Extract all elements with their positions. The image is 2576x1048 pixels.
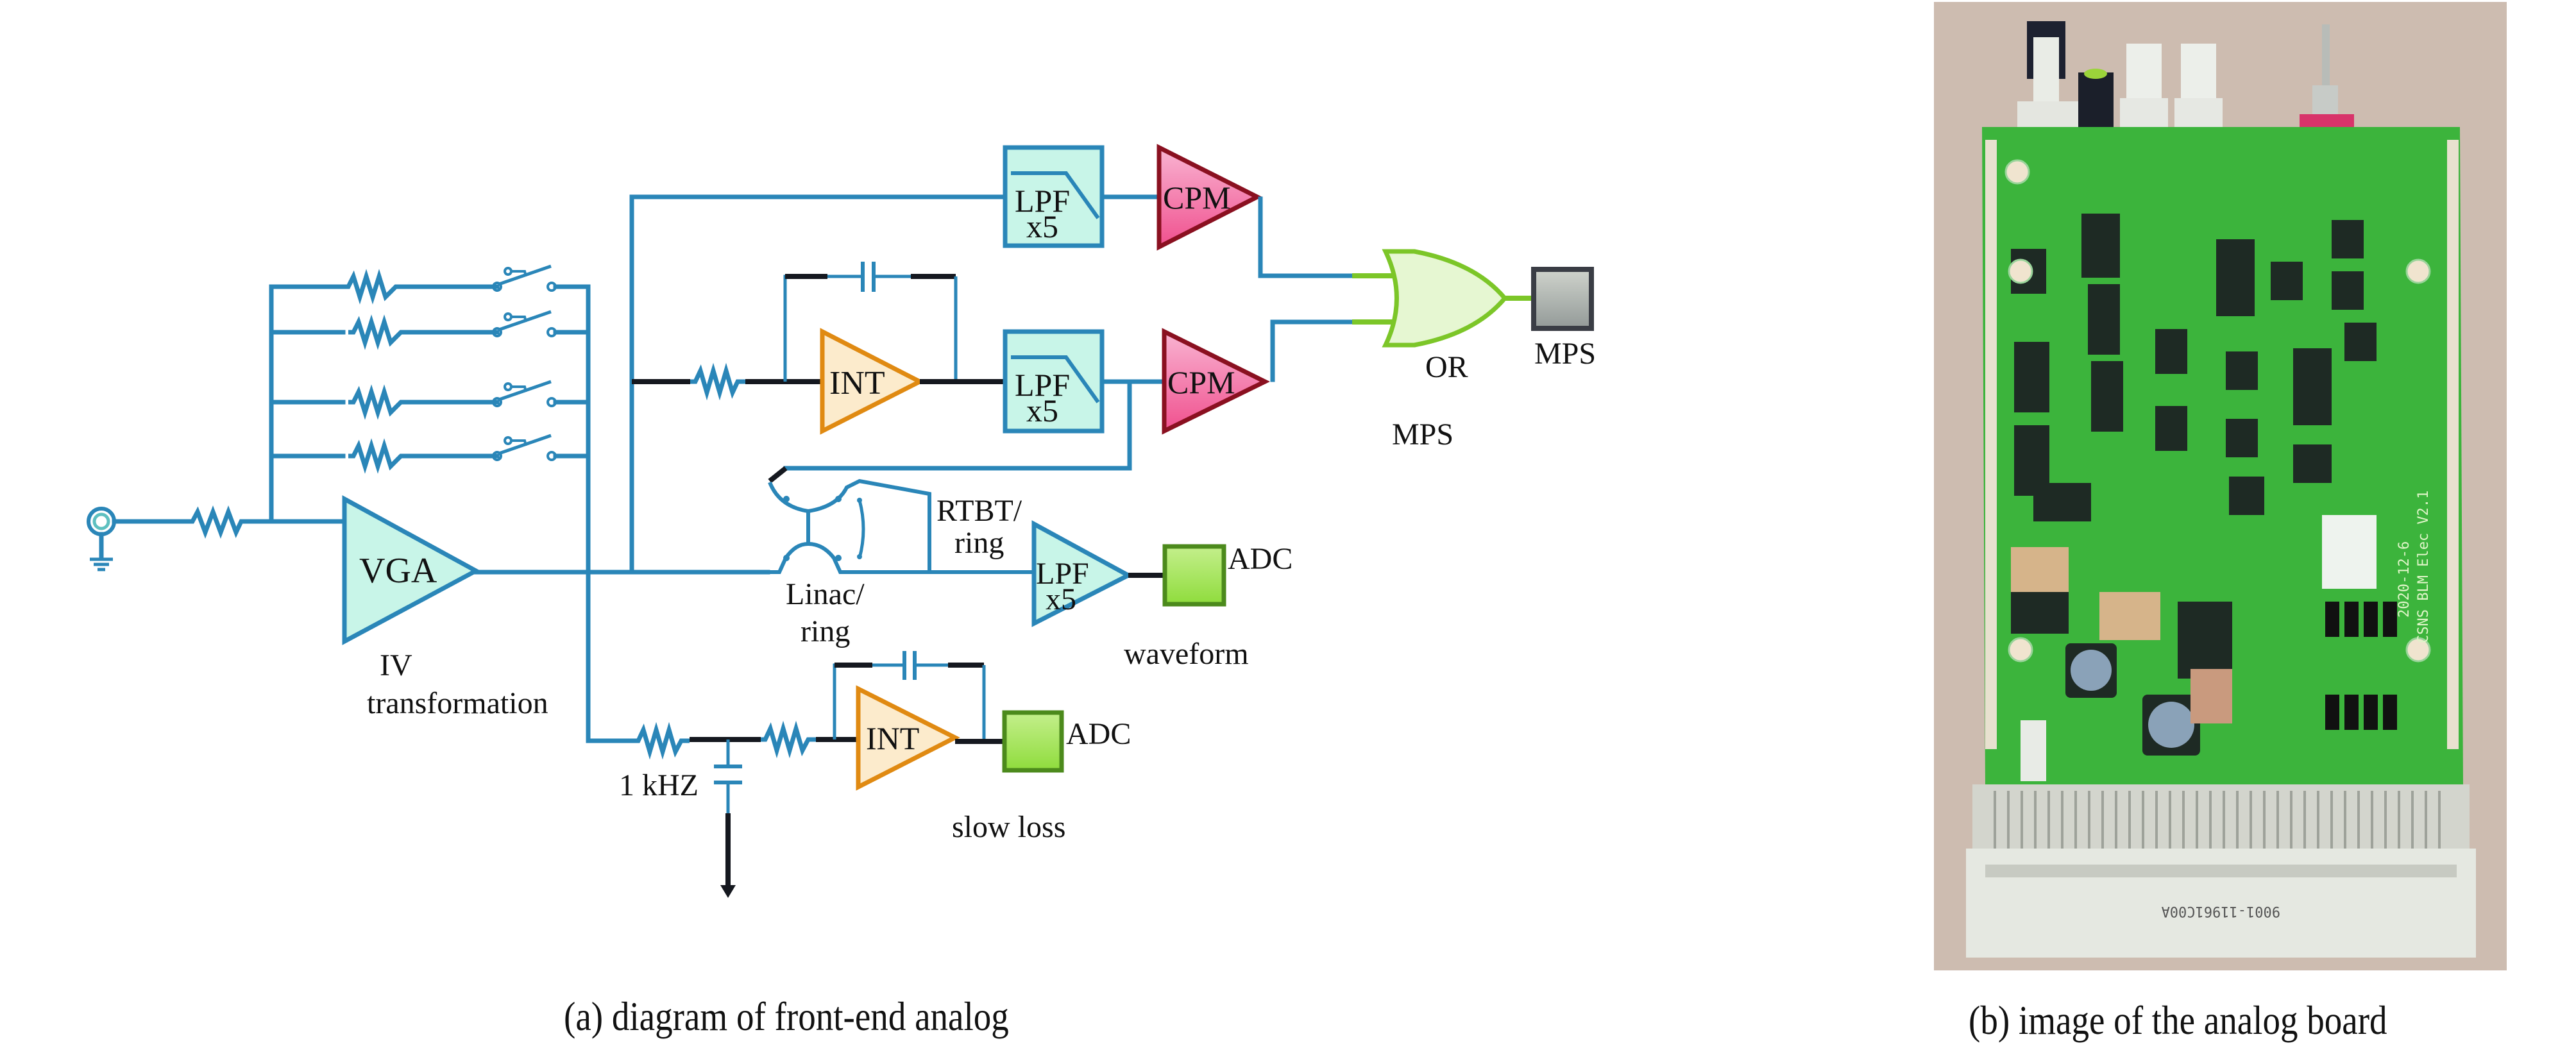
connector-part-number: 9001-11961C00A (2162, 903, 2280, 919)
int-slow-label: INT (866, 720, 919, 756)
adc-slow-loss (1002, 710, 1064, 773)
mps-path-label: MPS (1392, 418, 1453, 452)
backplane-connector: 9001-11961C00A (1966, 784, 2476, 958)
or-label: OR (1425, 350, 1468, 384)
gain-switch-icon (492, 264, 557, 292)
caption-panel-a: (a) diagram of front-end analog (564, 993, 1009, 1039)
lpf-mid: LPF x5 (1003, 329, 1105, 434)
lpf-top-factor: x5 (1026, 208, 1058, 244)
gain-row (269, 380, 591, 420)
gain-row (269, 310, 591, 350)
adc-wave-label: ADC (1228, 542, 1292, 576)
analog-board-photo: 2020-12-6 CSNS BLM Elec V2.1 9001-11961C… (1934, 2, 2507, 970)
vga-sublabel-iv: IV (380, 648, 412, 682)
or-gate (1382, 249, 1508, 348)
linac-label-line2: ring (801, 614, 850, 648)
caption-panel-b: (b) image of the analog board (1969, 997, 2387, 1043)
vga-sublabel-transformation: transformation (367, 686, 548, 720)
cpm-mid-label: CPM (1167, 364, 1235, 400)
resistor-slow-2-icon (761, 720, 816, 759)
resistor-int-icon (690, 362, 745, 401)
resistor-gain-icon (348, 314, 407, 350)
gain-row (269, 434, 591, 474)
lpf-wave-label: LPF (1036, 557, 1089, 591)
linac-label-line1: Linac/ (786, 577, 865, 611)
lpf-mid-label: LPF (1015, 367, 1070, 403)
filter-capacitor-icon (714, 740, 742, 888)
cpm-mid: CPM (1162, 328, 1270, 435)
int-fast-label: INT (829, 365, 885, 401)
lpf-top-label: LPF (1015, 183, 1070, 219)
rtbt-label-line1: RTBT/ (936, 494, 1022, 528)
vga-label: VGA (359, 551, 437, 591)
int-feedback-capacitor (783, 262, 958, 382)
pcb: 2020-12-6 CSNS BLM Elec V2.1 (1982, 127, 2463, 791)
resistor-input-icon (186, 505, 248, 539)
lpf-wave-factor: x5 (1046, 582, 1076, 616)
lpf-top: LPF x5 (1003, 145, 1105, 248)
adc-slow-label: ADC (1066, 717, 1131, 751)
vga-amplifier: VGA (342, 495, 481, 645)
cpm-top-label: CPM (1163, 180, 1231, 216)
wire-cpm-top-to-or (1258, 196, 1355, 278)
resistor-slow-1-icon (634, 722, 690, 760)
gain-network (269, 264, 591, 474)
resistor-gain-icon (348, 438, 407, 474)
gain-switch-icon (492, 434, 557, 461)
slow-loss-label: slow loss (952, 810, 1065, 844)
wire-return-to-switch (783, 379, 1132, 471)
mps-box-label: MPS (1534, 337, 1596, 371)
int-slow-feedback-capacitor (833, 651, 986, 741)
input-connector-icon (87, 507, 116, 561)
int-slow-integrator: INT (856, 685, 960, 791)
lpf-mid-factor: x5 (1026, 393, 1058, 428)
ground-icon (90, 557, 113, 571)
adc-waveform (1162, 544, 1226, 607)
ground-arrow-icon (720, 885, 736, 898)
waveform-label: waveform (1124, 637, 1249, 671)
rtbt-label-line2: ring (954, 526, 1004, 560)
board-title-silkscreen: CSNS BLM Elec V2.1 (2416, 491, 2432, 643)
lpf-waveform: LPF x5 (1031, 520, 1133, 627)
cpm-top: CPM (1157, 144, 1262, 251)
filter-frequency-label: 1 kHZ (619, 768, 699, 802)
resistor-gain-icon (348, 384, 407, 420)
int-fast-integrator: INT (820, 328, 925, 435)
mode-selector-switch-icon (768, 466, 1033, 574)
wire-cpm-mid-to-or (1270, 319, 1355, 382)
gain-switch-icon (492, 380, 557, 407)
resistor-gain-icon (343, 269, 402, 305)
mps-output-box (1531, 267, 1594, 331)
gain-row (269, 264, 591, 305)
board-date-silkscreen: 2020-12-6 (2396, 541, 2412, 618)
gain-switch-icon (492, 310, 557, 337)
